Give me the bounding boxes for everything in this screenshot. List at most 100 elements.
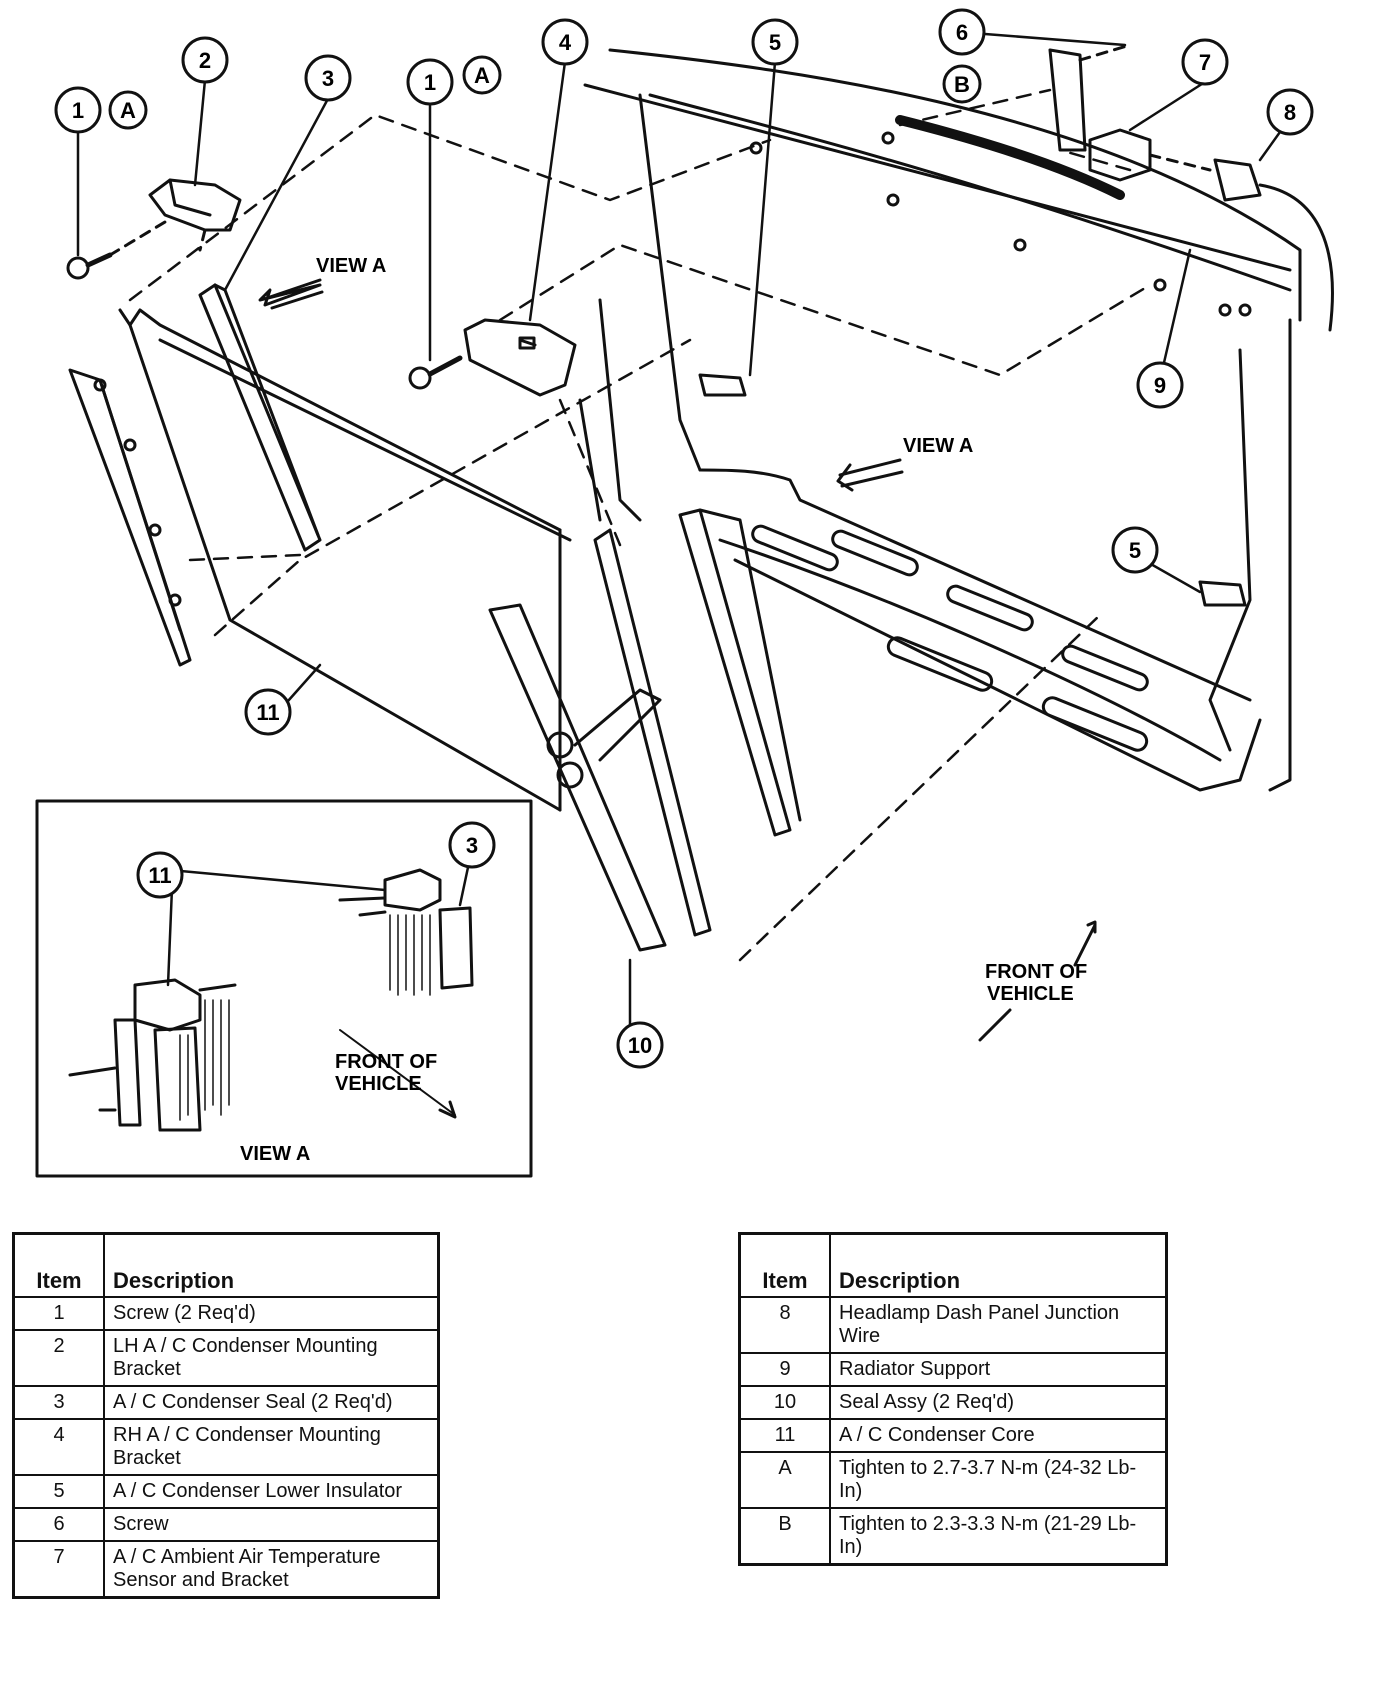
legend-left-header-description: Description (103, 1232, 440, 1298)
callout-c9: 9 (1136, 361, 1184, 409)
callout-c11: 11 (244, 688, 292, 736)
callout-c5b-label: 5 (1129, 538, 1141, 563)
callout-c4: 4 (541, 18, 589, 66)
legend-description: Radiator Support (829, 1352, 1168, 1387)
callout-c1a: 1 (54, 86, 102, 134)
inset-title: VIEW A (240, 1143, 310, 1165)
legend-description: A / C Condenser Core (829, 1418, 1168, 1453)
left-seal-strip (68, 368, 192, 667)
condenser-core (118, 308, 572, 812)
leader-dashes (128, 88, 1152, 962)
legend-item: 6 (12, 1507, 105, 1542)
seal-assembly (488, 508, 802, 952)
callout-c9-label: 9 (1154, 373, 1166, 398)
legend-item: 1 (12, 1296, 105, 1331)
legend-description: RH A / C Condenser Mounting Bracket (103, 1418, 440, 1476)
legend-description: Screw (103, 1507, 440, 1542)
view-a-arrow-right (836, 458, 904, 492)
view-a-label-left: VIEW A (316, 255, 386, 277)
view-a-inset (35, 799, 533, 1178)
headlamp-junction-wire (1213, 158, 1334, 332)
screw-1a-left (66, 220, 167, 280)
callout-c10: 10 (616, 1021, 664, 1069)
legend-item: A (738, 1451, 831, 1509)
callout-c3-label: 3 (322, 66, 334, 91)
legend-item: 4 (12, 1418, 105, 1476)
callout-c11-label: 11 (256, 700, 279, 725)
callout-inset11: 11 (136, 851, 184, 899)
legend-item: 11 (738, 1418, 831, 1453)
legend-item: B (738, 1507, 831, 1566)
legend-description: Seal Assy (2 Req'd) (829, 1385, 1168, 1420)
callout-c5b: 5 (1111, 526, 1159, 574)
legend-item: 9 (738, 1352, 831, 1387)
rh-mounting-bracket (463, 318, 577, 397)
condenser-seal-3 (198, 283, 322, 552)
callout-ref-c1b: A (462, 55, 502, 95)
legend-description: A / C Condenser Lower Insulator (103, 1474, 440, 1509)
view-a-label-right: VIEW A (903, 435, 973, 457)
legend-item: 10 (738, 1385, 831, 1420)
inset-front-of-vehicle-line2: VEHICLE (335, 1073, 422, 1095)
legend-right-header-item: Item (738, 1232, 831, 1298)
callout-inset3: 3 (448, 821, 496, 869)
view-a-arrow-left (258, 278, 324, 310)
legend-description: Tighten to 2.3-3.3 N-m (21-29 Lb-In) (829, 1507, 1168, 1566)
callout-c8-label: 8 (1284, 100, 1296, 125)
callout-ref-c6: B (942, 64, 982, 104)
front-of-vehicle-line1: FRONT OF (985, 961, 1087, 983)
legend-item: 5 (12, 1474, 105, 1509)
callout-c4-label: 4 (559, 30, 572, 55)
callout-ref-c1a-label: A (120, 98, 136, 123)
callout-c1a-label: 1 (72, 98, 84, 123)
callout-inset11-label: 11 (148, 863, 171, 888)
legend-description: Headlamp Dash Panel Junction Wire (829, 1296, 1168, 1354)
legend-description: Tighten to 2.7-3.7 N-m (24-32 Lb-In) (829, 1451, 1168, 1509)
callout-c3: 3 (304, 54, 352, 102)
screw-1a-right (408, 355, 463, 390)
legend-description: A / C Ambient Air Temperature Sensor and… (103, 1540, 440, 1599)
lower-insulator-upper (698, 373, 747, 397)
callout-c10-label: 10 (628, 1033, 652, 1058)
callout-ref-c1b-label: A (474, 63, 490, 88)
callout-ref-c6-label: B (954, 72, 970, 97)
callout-c6-label: 6 (956, 20, 968, 45)
lh-mounting-bracket (148, 178, 242, 252)
radiator-support (578, 48, 1302, 792)
callout-c1b-label: 1 (424, 70, 436, 95)
callout-c2: 2 (181, 36, 229, 84)
legend-description: Screw (2 Req'd) (103, 1296, 440, 1331)
legend-item: 2 (12, 1329, 105, 1387)
front-of-vehicle-line2: VEHICLE (987, 983, 1074, 1005)
callout-c5a: 5 (751, 18, 799, 66)
callout-c5a-label: 5 (769, 30, 781, 55)
legend-item: 7 (12, 1540, 105, 1599)
callout-c1b: 1 (406, 58, 454, 106)
callout-c2-label: 2 (199, 48, 211, 73)
callout-ref-c1a: A (108, 90, 148, 130)
legend-description: LH A / C Condenser Mounting Bracket (103, 1329, 440, 1387)
callout-c6: 6 (938, 8, 986, 56)
legend-right-header-description: Description (829, 1232, 1168, 1298)
inset-front-of-vehicle-line1: FRONT OF (335, 1051, 437, 1073)
callout-c7-label: 7 (1199, 50, 1211, 75)
legend-item: 3 (12, 1385, 105, 1420)
callout-inset3-label: 3 (466, 833, 478, 858)
ambient-sensor-bracket (1048, 43, 1212, 182)
